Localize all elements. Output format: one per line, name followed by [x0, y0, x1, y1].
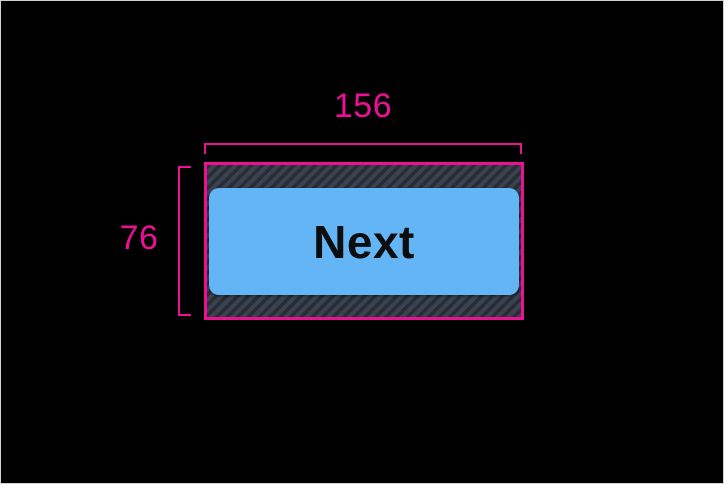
- width-dimension-label: 156: [333, 87, 393, 125]
- touch-target-bounds: Next: [204, 162, 524, 320]
- width-measure-bracket: [204, 143, 522, 154]
- next-button[interactable]: Next: [209, 188, 519, 295]
- height-measure-bracket: [178, 166, 191, 316]
- next-button-label: Next: [313, 215, 415, 268]
- height-dimension-label: 76: [119, 219, 159, 257]
